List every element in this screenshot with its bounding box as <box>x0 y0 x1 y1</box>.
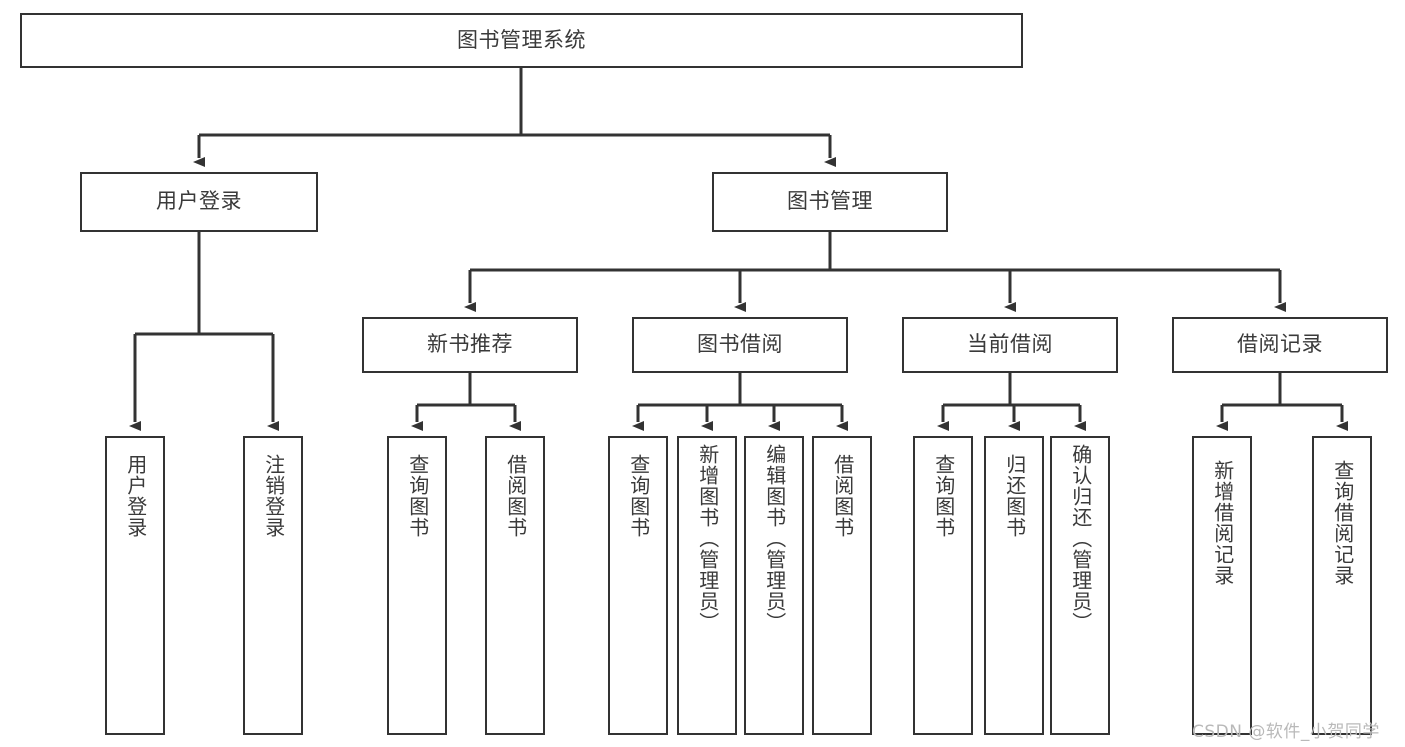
node-current-borrow[interactable]: 当前借阅 <box>902 317 1118 373</box>
node-leaf-query-book-3[interactable]: 查询图书 <box>913 436 973 735</box>
node-leaf-query-record[interactable]: 查询借阅记录 <box>1312 436 1372 735</box>
node-leaf-query-book-1[interactable]: 查询图书 <box>387 436 447 735</box>
node-leaf-query-book-2[interactable]: 查询图书 <box>608 436 668 735</box>
node-user-login-label: 用户登录 <box>156 189 242 214</box>
node-leaf-query-book-2-label: 查询图书 <box>626 454 651 538</box>
node-leaf-edit-book-label: 编辑图书（管理员） <box>762 444 787 633</box>
node-leaf-return-book[interactable]: 归还图书 <box>984 436 1044 735</box>
node-leaf-add-book[interactable]: 新增图书（管理员） <box>677 436 737 735</box>
node-new-book-rec[interactable]: 新书推荐 <box>362 317 578 373</box>
node-leaf-add-book-label: 新增图书（管理员） <box>695 444 720 633</box>
node-leaf-query-book-3-label: 查询图书 <box>931 454 956 538</box>
node-leaf-confirm-return-label: 确认归还（管理员） <box>1068 444 1093 633</box>
node-leaf-confirm-return[interactable]: 确认归还（管理员） <box>1050 436 1110 735</box>
node-leaf-add-record-label: 新增借阅记录 <box>1210 460 1235 586</box>
node-book-manage[interactable]: 图书管理 <box>712 172 948 232</box>
node-leaf-logout[interactable]: 注销登录 <box>243 436 303 735</box>
node-root[interactable]: 图书管理系统 <box>20 13 1023 68</box>
node-borrow-record[interactable]: 借阅记录 <box>1172 317 1388 373</box>
node-borrow-record-label: 借阅记录 <box>1237 332 1323 357</box>
node-leaf-edit-book[interactable]: 编辑图书（管理员） <box>744 436 804 735</box>
node-leaf-query-record-label: 查询借阅记录 <box>1330 460 1355 586</box>
node-leaf-return-book-label: 归还图书 <box>1002 454 1027 538</box>
node-user-login[interactable]: 用户登录 <box>80 172 318 232</box>
node-leaf-borrow-book-1-label: 借阅图书 <box>503 454 528 538</box>
node-leaf-borrow-book-2[interactable]: 借阅图书 <box>812 436 872 735</box>
node-root-label: 图书管理系统 <box>457 27 586 52</box>
node-leaf-add-record[interactable]: 新增借阅记录 <box>1192 436 1252 735</box>
node-leaf-query-book-1-label: 查询图书 <box>405 454 430 538</box>
node-book-borrow[interactable]: 图书借阅 <box>632 317 848 373</box>
node-leaf-borrow-book-1[interactable]: 借阅图书 <box>485 436 545 735</box>
node-leaf-logout-label: 注销登录 <box>261 454 286 538</box>
node-new-book-rec-label: 新书推荐 <box>427 332 513 357</box>
node-book-borrow-label: 图书借阅 <box>697 332 783 357</box>
csdn-watermark: CSDN @软件_小贺同学 <box>1192 722 1380 742</box>
node-leaf-borrow-book-2-label: 借阅图书 <box>830 454 855 538</box>
node-leaf-user-login-label: 用户登录 <box>123 454 148 538</box>
node-book-manage-label: 图书管理 <box>787 189 873 214</box>
node-current-borrow-label: 当前借阅 <box>967 332 1053 357</box>
node-leaf-user-login[interactable]: 用户登录 <box>105 436 165 735</box>
